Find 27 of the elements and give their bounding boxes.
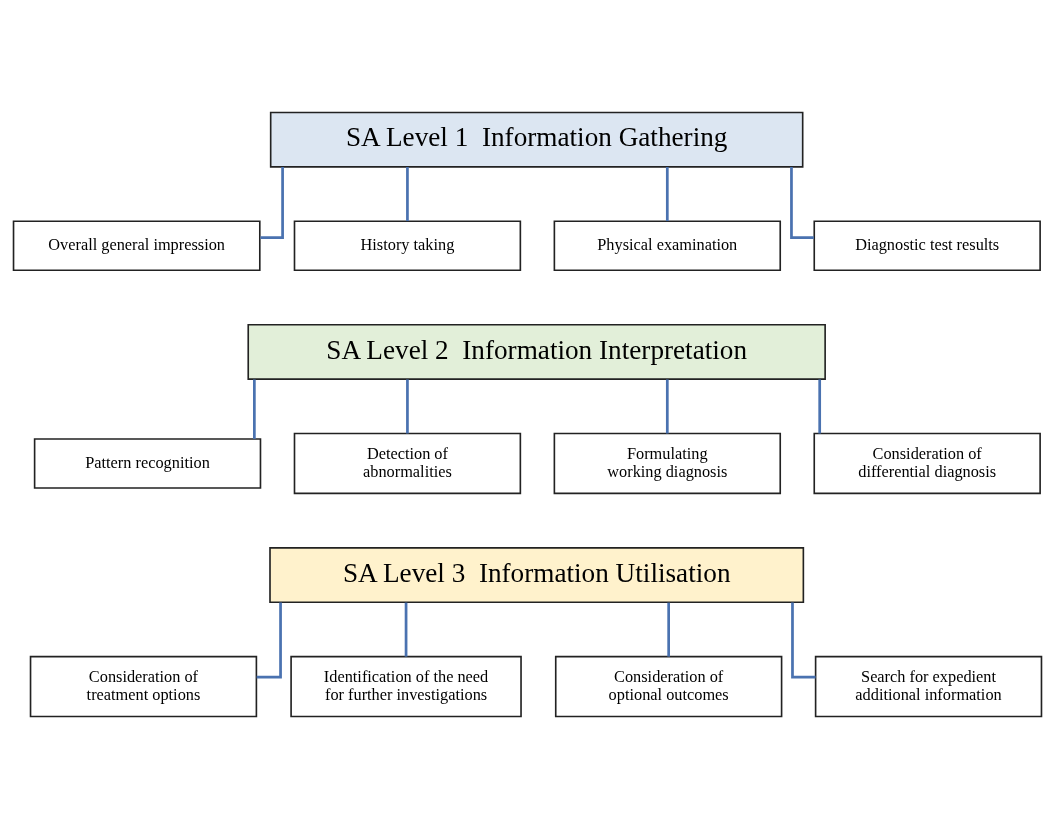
node-box: History taking bbox=[293, 220, 522, 272]
node-box: Identification of the need for further investigations bbox=[290, 655, 522, 718]
node-box: Search for expedient additional information bbox=[814, 655, 1043, 718]
node-box: Pattern recognition bbox=[33, 438, 262, 489]
connector bbox=[667, 602, 670, 657]
connector bbox=[260, 166, 284, 239]
node-box: SA Level 3 Information Utilisation bbox=[269, 547, 805, 604]
connector bbox=[665, 379, 669, 434]
node-box: SA Level 1 Information Gathering bbox=[269, 111, 804, 168]
connector bbox=[818, 379, 822, 434]
connector bbox=[790, 166, 814, 239]
node-box: Diagnostic test results bbox=[813, 220, 1041, 272]
node-box: Formulating working diagnosis bbox=[553, 432, 782, 495]
connector bbox=[256, 602, 282, 679]
node-box: SA Level 2 Information Interpretation bbox=[247, 323, 826, 380]
node-box: Physical examination bbox=[553, 220, 782, 272]
connector bbox=[253, 379, 256, 439]
node-box: Consideration of treatment options bbox=[29, 655, 258, 718]
connector bbox=[406, 379, 409, 434]
node-box: Consideration of differential diagnosis bbox=[813, 432, 1041, 495]
connector bbox=[406, 167, 409, 222]
connector bbox=[665, 167, 669, 222]
connector bbox=[404, 602, 408, 657]
connector bbox=[791, 602, 816, 679]
node-box: Detection of abnormalities bbox=[293, 432, 522, 495]
node-box: Consideration of optional outcomes bbox=[554, 655, 783, 718]
node-box: Overall general impression bbox=[12, 220, 261, 272]
